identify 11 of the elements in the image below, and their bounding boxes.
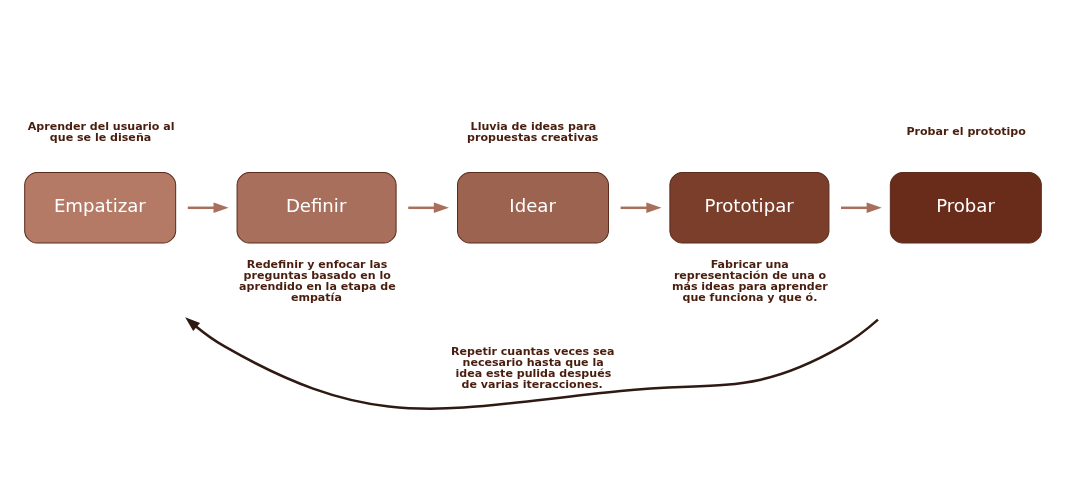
arrow xyxy=(620,202,662,213)
node-label: Fabricar una representación de una o más ideas para aprender que funciona y que ó. xyxy=(671,257,828,304)
arrow xyxy=(841,202,882,213)
arrow xyxy=(408,202,449,213)
arrow xyxy=(185,316,879,410)
edge-label: Repetir cuantas veces sea necesario hasta que la idea este pulida después de varias iteracciones. xyxy=(450,344,615,391)
node-label: Lluvia de ideas para propuestas creativas xyxy=(467,119,599,144)
arrow xyxy=(187,202,229,213)
node-label: Redefinir y enfocar las preguntas basado en lo aprendido en la etapa de empatía xyxy=(239,257,396,304)
node-label: Probar el prototipo xyxy=(906,124,1026,138)
node-label: Aprender del usuario al que se le diseña xyxy=(27,119,175,144)
